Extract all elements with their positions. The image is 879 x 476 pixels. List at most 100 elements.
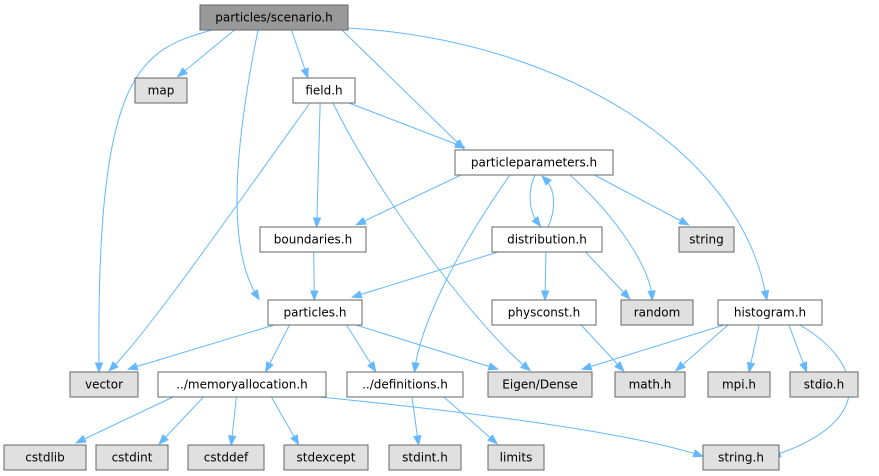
arrowhead-field-to-vector: [108, 361, 119, 372]
node-label: field.h: [305, 84, 342, 98]
node-stringh: string.h: [702, 444, 780, 471]
edge-scenario-to-pparams: [341, 29, 462, 147]
node-label: limits: [500, 451, 533, 465]
edge-scenario-to-particles: [236, 29, 259, 297]
node-label: particles.h: [284, 306, 347, 320]
edges-layer: [75, 27, 850, 458]
edge-field-to-vector: [111, 102, 311, 369]
node-box: [454, 149, 614, 176]
node-box: [134, 77, 188, 104]
node-box: [614, 371, 686, 398]
node-label: string.h: [718, 451, 764, 465]
edge-scenario-to-field: [291, 29, 307, 75]
arrowhead-field-to-eigen: [520, 361, 532, 372]
node-box: [620, 299, 694, 326]
edge-memalloc-to-cstdlib: [79, 396, 174, 442]
node-box: [491, 299, 597, 326]
node-label: histogram.h: [734, 306, 806, 320]
node-box: [95, 444, 169, 471]
edge-histogram-to-stdio: [788, 324, 806, 369]
arrowhead-histogram-to-eigen: [580, 362, 593, 371]
arrowhead-memalloc-to-cstdint: [158, 434, 169, 445]
arrowhead-scenario-to-field: [300, 67, 309, 80]
edge-scenario-to-vector: [98, 29, 213, 369]
node-label: particleparameters.h: [471, 156, 597, 170]
node-physconst[interactable]: physconst.h: [491, 299, 597, 326]
arrowhead-pparams-to-distribution: [531, 216, 542, 228]
arrowhead-physconst-to-math: [614, 361, 625, 372]
arrowhead-pparams-to-definitions: [411, 361, 420, 374]
edge-physconst-to-math: [580, 324, 622, 369]
arrowhead-scenario-to-particles: [250, 289, 260, 301]
edge-pparams-to-definitions: [414, 174, 511, 369]
node-label: map: [148, 84, 175, 98]
arrowhead-pparams-to-string: [678, 216, 690, 226]
node-box: [388, 444, 462, 471]
node-string: string: [678, 226, 735, 253]
node-stdinth: stdint.h: [388, 444, 462, 471]
arrowhead-pparams-to-random: [647, 290, 656, 302]
edge-pparams-to-distribution: [529, 174, 539, 224]
arrowhead-histogram-to-math: [674, 361, 686, 372]
edge-field-to-eigen: [332, 102, 528, 369]
edge-distribution-to-physconst: [544, 251, 547, 297]
edge-field-to-pparams: [348, 102, 462, 147]
node-boundaries[interactable]: boundaries.h: [259, 226, 367, 253]
edge-scenario-to-map: [180, 29, 235, 75]
node-label: ../definitions.h: [362, 378, 448, 392]
arrowhead-particles-to-memalloc: [265, 361, 274, 373]
node-histogram[interactable]: histogram.h: [717, 299, 823, 326]
edge-field-to-boundaries: [316, 102, 321, 224]
nodes-layer: particles/scenario.h map field.h particlepa…: [3, 4, 859, 471]
node-label: cstdint: [112, 451, 153, 465]
arrowhead-memalloc-to-stringh: [692, 449, 705, 458]
node-scenario[interactable]: particles/scenario.h: [199, 4, 349, 31]
edge-histogram-to-mpi: [749, 324, 760, 369]
node-distribution[interactable]: distribution.h: [491, 226, 603, 253]
node-box: [702, 444, 780, 471]
node-definitions[interactable]: ../definitions.h: [346, 371, 464, 398]
arrowhead-particles-to-eigen: [487, 362, 500, 371]
node-box: [283, 444, 369, 471]
node-math: math.h: [614, 371, 686, 398]
arrowhead-memalloc-to-cstddef: [227, 435, 237, 447]
node-memalloc[interactable]: ../memoryallocation.h: [157, 371, 327, 398]
node-particles[interactable]: particles.h: [267, 299, 363, 326]
node-label: stdexcept: [297, 451, 356, 465]
arrowhead-memalloc-to-stdexcept: [290, 434, 300, 446]
node-label: distribution.h: [507, 233, 587, 247]
node-pparams[interactable]: particleparameters.h: [454, 149, 614, 176]
edge-definitions-to-limits: [443, 396, 495, 442]
arrowhead-particles-to-definitions: [366, 361, 377, 373]
edge-memalloc-to-cstddef: [231, 396, 237, 442]
node-stdio: stdio.h: [789, 371, 859, 398]
arrowhead-histogram-to-stdio: [799, 361, 808, 374]
arrowhead-scenario-to-vector: [94, 362, 104, 374]
arrowhead-definitions-to-limits: [487, 434, 499, 445]
edge-scenario-to-histogram: [347, 27, 767, 297]
node-label: Eigen/Dense: [502, 378, 577, 392]
node-label: math.h: [629, 378, 672, 392]
node-box: [707, 371, 771, 398]
node-cstddef: cstddef: [187, 444, 265, 471]
node-field[interactable]: field.h: [292, 77, 356, 104]
node-map: map: [134, 77, 188, 104]
node-box: [267, 299, 363, 326]
node-label: vector: [85, 378, 123, 392]
arrowhead-scenario-to-map: [176, 67, 188, 78]
node-vector: vector: [69, 371, 139, 398]
node-box: [487, 371, 593, 398]
node-label: random: [634, 306, 681, 320]
node-label: string: [689, 233, 723, 247]
node-limits: limits: [487, 444, 545, 471]
arrowhead-boundaries-to-particles: [309, 290, 319, 302]
arrowhead-memalloc-to-cstdlib: [75, 434, 87, 444]
edge-particles-to-definitions: [346, 324, 374, 369]
node-label: physconst.h: [508, 306, 581, 320]
node-eigen: Eigen/Dense: [487, 371, 593, 398]
node-label: boundaries.h: [274, 233, 352, 247]
edge-boundaries-to-particles: [313, 251, 315, 297]
node-stdexcept: stdexcept: [283, 444, 369, 471]
